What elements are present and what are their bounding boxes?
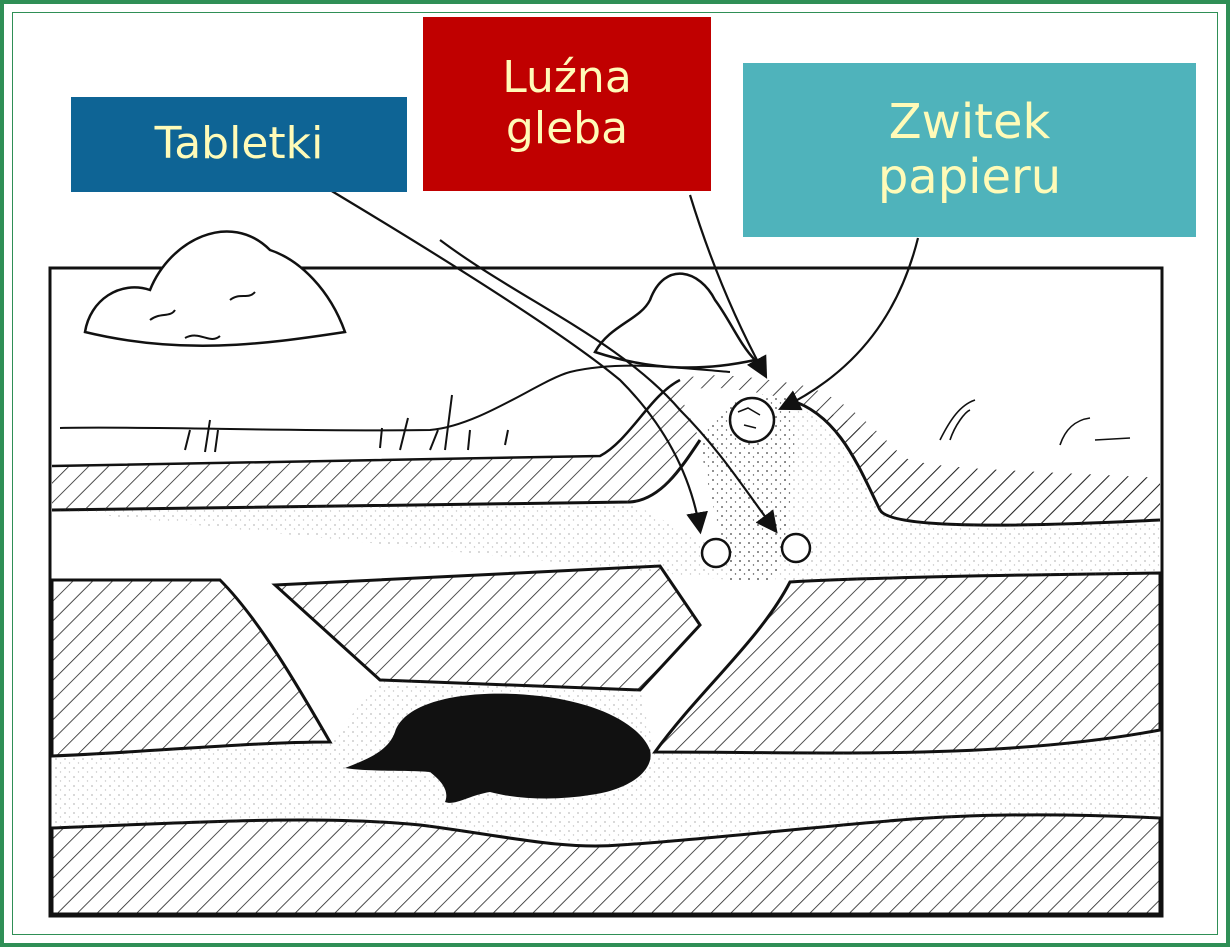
tablet-left <box>702 539 730 567</box>
loose-soil-label: Luźna gleba <box>423 17 711 191</box>
paper-roll-label: Zwitek papieru <box>743 63 1196 237</box>
paper-roll-label-text: Zwitek papieru <box>878 95 1061 205</box>
loose-soil-label-text: Luźna gleba <box>502 53 632 154</box>
tablets-label: Tabletki <box>71 97 407 192</box>
tablet-right <box>782 534 810 562</box>
tablets-label-text: Tabletki <box>155 119 324 170</box>
paper-roll-ball <box>730 398 774 442</box>
cloud-left <box>85 231 345 345</box>
